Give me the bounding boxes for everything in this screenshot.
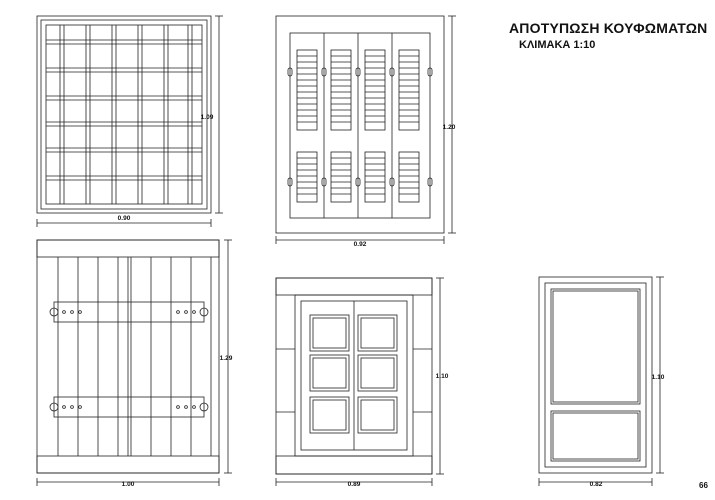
hinge-knuckle bbox=[287, 67, 293, 77]
drawing-plank-door bbox=[36, 239, 220, 474]
hinge-knuckle bbox=[355, 67, 361, 77]
width-label-3: 1.00 bbox=[122, 481, 135, 488]
dimension-height-4 bbox=[436, 277, 444, 475]
strap-rivet bbox=[192, 310, 196, 314]
sash-panel-inner bbox=[312, 357, 347, 389]
sash-panel-inner bbox=[312, 399, 347, 431]
drawing-panel-door bbox=[538, 276, 653, 474]
sash-panel bbox=[357, 354, 398, 392]
strap-rivet bbox=[78, 405, 82, 409]
strap-hinge-end bbox=[49, 402, 59, 412]
louver-frame bbox=[296, 49, 318, 131]
louver-frame bbox=[330, 151, 352, 203]
sash-panel-inner bbox=[360, 317, 395, 349]
sheet-scale: ΚΛΙΜΑΚΑ 1:10 bbox=[519, 39, 596, 51]
dimension-height-3 bbox=[224, 239, 232, 474]
strap-rivet bbox=[176, 405, 180, 409]
height-label-3: 1.29 bbox=[220, 355, 233, 362]
width-label-2: 0.92 bbox=[354, 241, 367, 248]
hinge-knuckle bbox=[427, 177, 433, 187]
dimension-width-2 bbox=[275, 236, 445, 244]
strap-rivet bbox=[78, 310, 82, 314]
drawing-louvered-shutter bbox=[275, 15, 445, 234]
louver-frame bbox=[296, 151, 318, 203]
louver-frame bbox=[398, 151, 420, 203]
strap-hinge-end bbox=[49, 307, 59, 317]
drawing-panel-window bbox=[275, 277, 433, 475]
sash-panel-inner bbox=[360, 399, 395, 431]
sash-panel bbox=[357, 396, 398, 434]
strap-rivet bbox=[70, 405, 74, 409]
strap-rivet bbox=[184, 310, 188, 314]
louver-frame bbox=[364, 151, 386, 203]
hinge-knuckle bbox=[321, 177, 327, 187]
hinge-knuckle bbox=[355, 177, 361, 187]
dimension-width-1 bbox=[36, 219, 212, 227]
strap-rivet bbox=[184, 405, 188, 409]
hinge-knuckle bbox=[389, 67, 395, 77]
louver-frame bbox=[398, 49, 420, 131]
sheet-title: ΑΠΟΤΥΠΩΣΗ ΚΟΥΦΩΜΑΤΩΝ bbox=[509, 20, 708, 36]
louver-frame bbox=[330, 49, 352, 131]
width-label-5: 0.82 bbox=[590, 481, 603, 488]
sash-panel bbox=[357, 314, 398, 352]
sash-panel bbox=[309, 354, 350, 392]
strap-rivet bbox=[176, 310, 180, 314]
sash-panel-inner bbox=[360, 357, 395, 389]
dimension-height-5 bbox=[656, 276, 664, 474]
strap-hinge-end bbox=[199, 402, 209, 412]
height-label-4: 1.10 bbox=[436, 373, 449, 380]
dimension-width-5 bbox=[538, 478, 653, 486]
sash-panel bbox=[309, 314, 350, 352]
hinge-knuckle bbox=[427, 67, 433, 77]
width-label-1: 0.90 bbox=[118, 215, 131, 222]
strap-rivet bbox=[70, 310, 74, 314]
hinge-knuckle bbox=[389, 177, 395, 187]
height-label-5: 1.10 bbox=[652, 374, 665, 381]
height-label-2: 1.20 bbox=[443, 124, 456, 131]
strap-rivet bbox=[62, 405, 66, 409]
dimension-height-2 bbox=[448, 15, 456, 234]
sash-panel bbox=[309, 396, 350, 434]
dimension-height-1 bbox=[215, 15, 223, 214]
strap-hinge-end bbox=[199, 307, 209, 317]
sash-panel-inner bbox=[312, 317, 347, 349]
hinge-knuckle bbox=[287, 177, 293, 187]
louver-frame bbox=[364, 49, 386, 131]
strap-rivet bbox=[62, 310, 66, 314]
width-label-4: 0.89 bbox=[348, 481, 361, 488]
hinge-knuckle bbox=[321, 67, 327, 77]
dimension-width-3 bbox=[36, 478, 220, 486]
drawing-grille-window bbox=[36, 15, 212, 214]
strap-rivet bbox=[192, 405, 196, 409]
height-label-1: 1.09 bbox=[201, 114, 214, 121]
dimension-width-4 bbox=[275, 478, 433, 486]
page-number: 66 bbox=[699, 481, 708, 490]
